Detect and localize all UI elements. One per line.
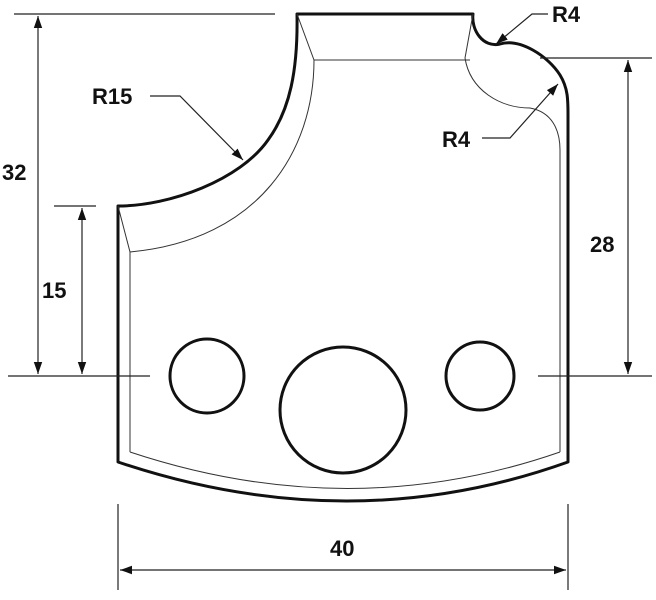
radius-r15-label: R15 — [92, 84, 132, 109]
hole-center — [278, 345, 408, 475]
dimension-32-label: 32 — [2, 160, 26, 185]
hole-left — [168, 337, 246, 415]
leader-r15 — [150, 95, 244, 161]
dimension-28-label: 28 — [590, 232, 614, 257]
dimension-40-label: 40 — [330, 536, 354, 561]
dimension-15 — [54, 205, 96, 374]
bevel-lines — [117, 13, 561, 489]
dimension-40 — [117, 504, 569, 590]
radius-r4-top-label: R4 — [552, 2, 581, 27]
dimension-28 — [540, 57, 652, 374]
leader-r4-top — [495, 13, 548, 45]
hole-right — [444, 340, 516, 412]
dimension-15-label: 15 — [42, 278, 66, 303]
dimension-32 — [14, 13, 275, 374]
leader-r4-lower — [482, 83, 559, 139]
radius-r4-lower-label: R4 — [442, 127, 471, 152]
